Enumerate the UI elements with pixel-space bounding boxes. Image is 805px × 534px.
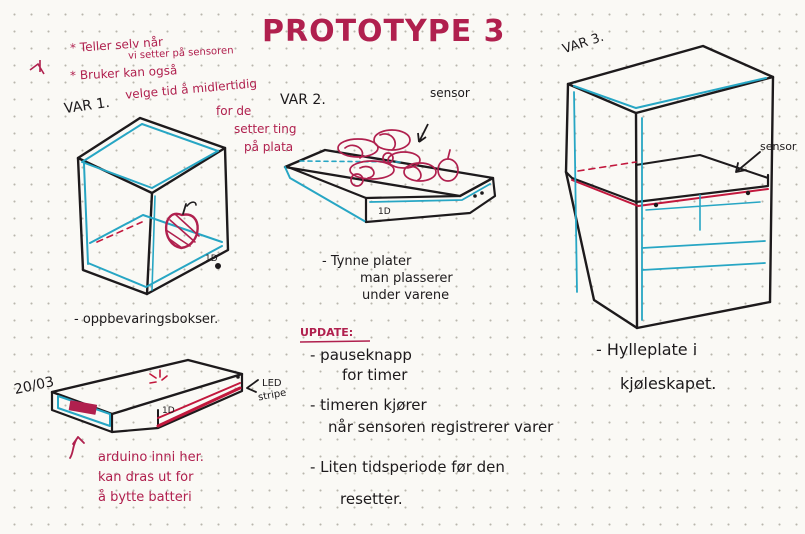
plate-caption-1: - Tynne plater [322, 254, 412, 269]
page-title: PROTOTYPE 3 [262, 14, 506, 49]
storage-box-sketch [76, 116, 230, 296]
sensor-label-right: sensor [760, 140, 797, 153]
note-line2e: på plata [244, 140, 294, 154]
fridge-shelf-sketch [564, 44, 775, 330]
device-label-plate: 1D [378, 207, 391, 217]
device-label-box2: 1D [162, 406, 175, 416]
arduino-note-1: arduino inni her. [98, 450, 204, 465]
update-item-2b: når sensoren registrerer varer [328, 418, 554, 436]
sensor-arrow-var2 [417, 123, 429, 143]
apple-sketch [164, 201, 200, 250]
update-item-3b: resetter. [340, 490, 403, 508]
device-label-box: 1D [205, 254, 218, 264]
note-line2d: setter ting [234, 122, 297, 136]
plate-caption-3: under varene [362, 288, 450, 303]
note-line2c: for de [216, 104, 252, 118]
update-item-3a: - Liten tidsperiode før den [310, 458, 505, 476]
var2-label: VAR 2. [280, 92, 326, 108]
update-item-1b: for timer [342, 366, 408, 384]
plate-caption-2: man plasserer [360, 271, 453, 286]
thin-plate-sketch [283, 148, 497, 224]
shelf-caption-1: - Hylleplate i [596, 340, 698, 359]
shelf-caption-2: kjøleskapet. [620, 374, 717, 393]
update-item-1a: - pauseknapp [310, 346, 412, 364]
arduino-note-2: kan dras ut for [98, 470, 194, 485]
storage-box-caption: - oppbevaringsbokser. [74, 312, 219, 327]
arduino-note-3: å bytte batteri [98, 490, 192, 505]
sensor-label: sensor [430, 86, 470, 100]
update-underline [299, 340, 371, 343]
small-arrow-mark [29, 60, 45, 75]
led-label-1: LED [262, 378, 282, 389]
update-item-2a: - timeren kjører [310, 396, 427, 414]
food-items-sketch [337, 129, 459, 187]
update-heading: UPDATE: [300, 326, 354, 339]
device-box-sketch [50, 358, 259, 459]
